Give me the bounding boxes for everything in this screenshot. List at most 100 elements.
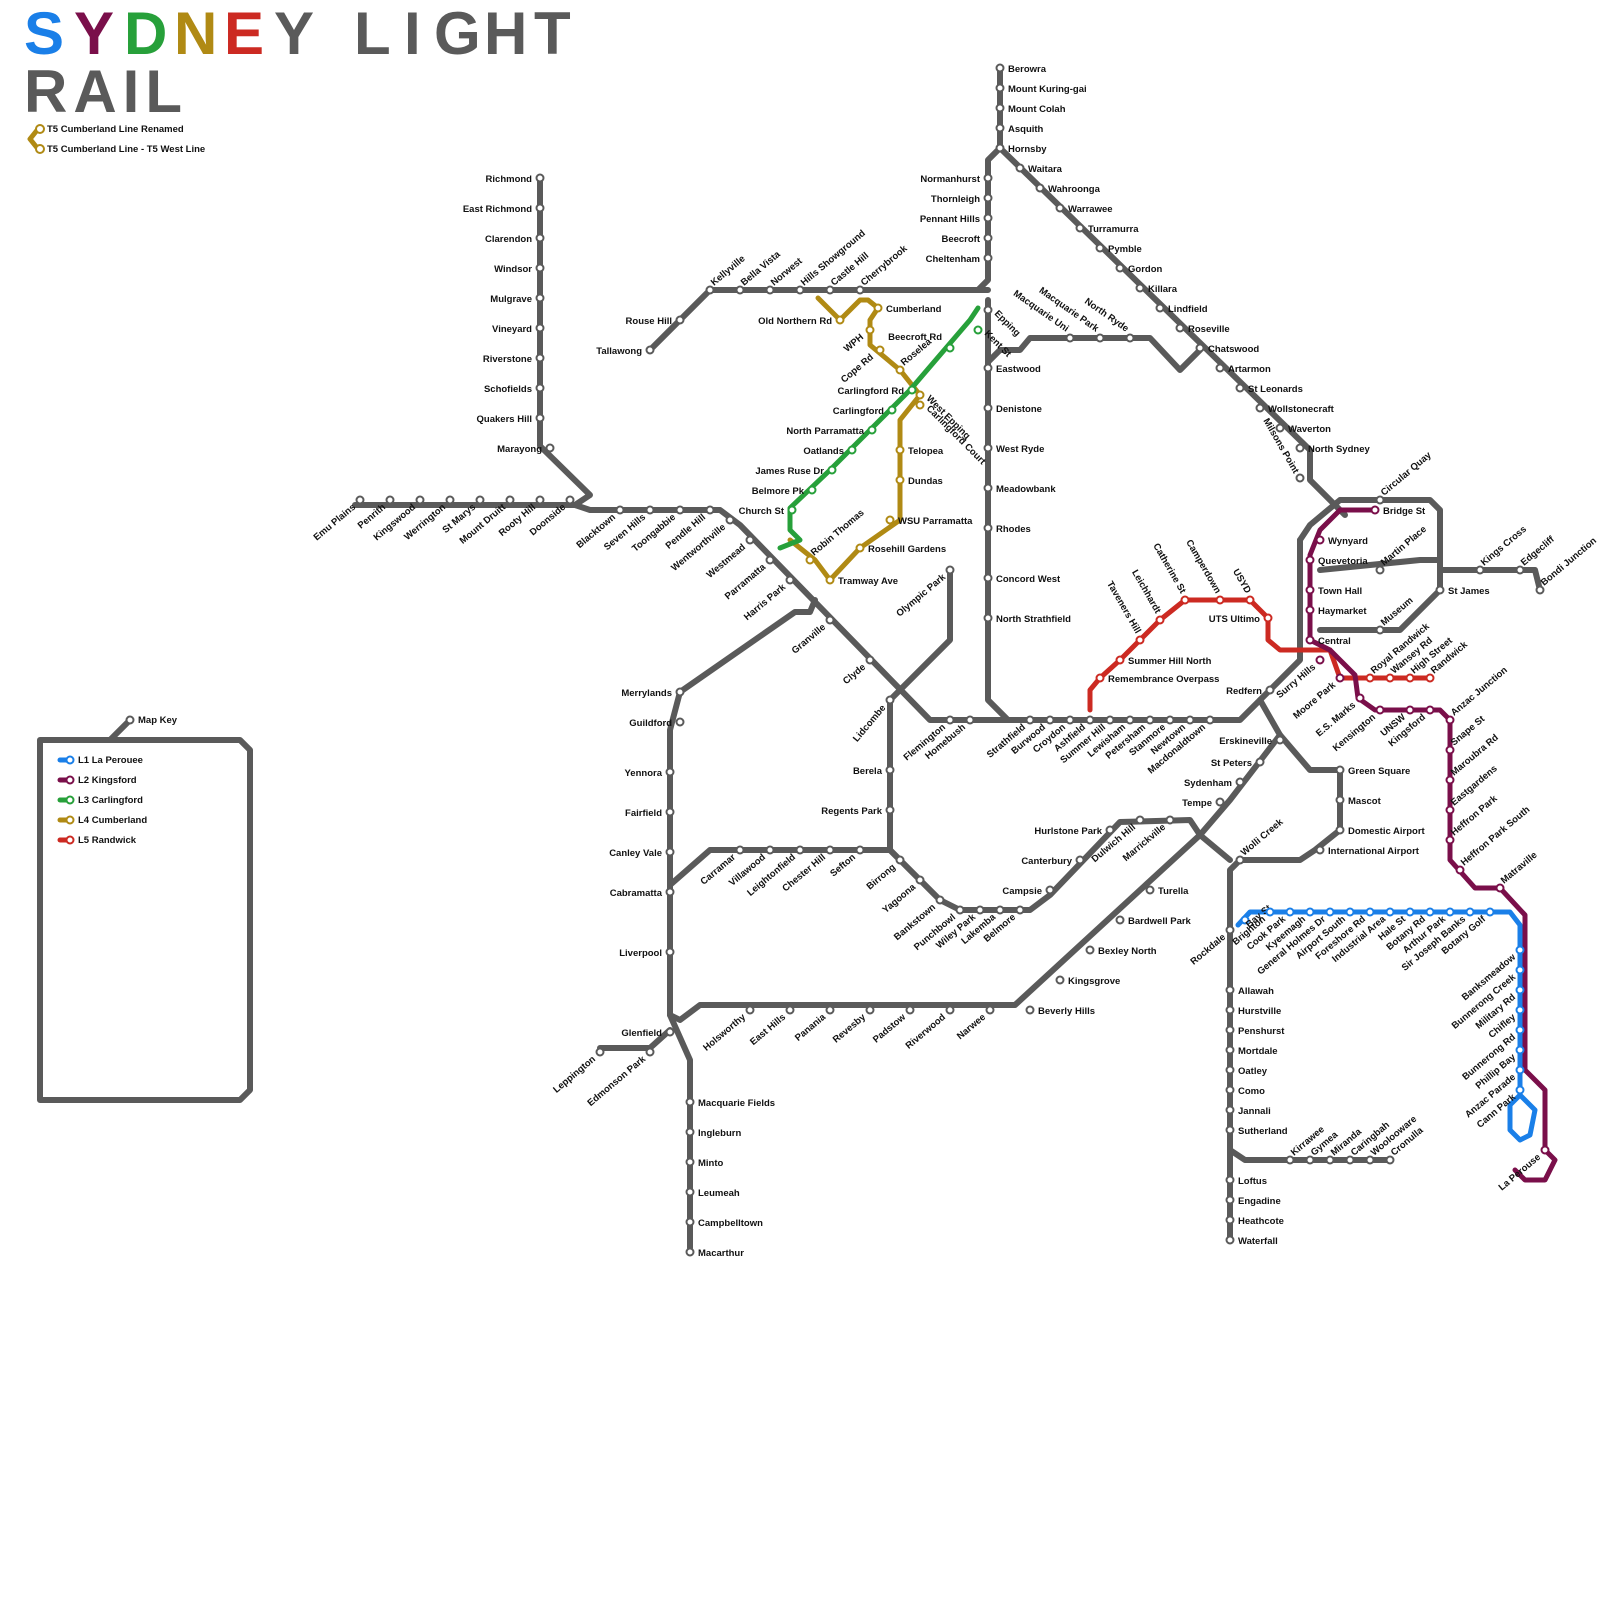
station-campbelltown[interactable]: Campbelltown [687, 1218, 764, 1229]
station-marker[interactable] [1027, 717, 1034, 724]
station-tempe[interactable]: Tempe [1182, 798, 1223, 809]
station-marker[interactable] [1372, 507, 1379, 514]
station-marker[interactable] [1447, 747, 1454, 754]
station-marker[interactable] [1297, 445, 1304, 452]
station-marker[interactable] [767, 287, 774, 294]
station-marker[interactable] [1407, 707, 1414, 714]
station-marker[interactable] [1337, 767, 1344, 774]
station-marker[interactable] [1337, 797, 1344, 804]
station-marker[interactable] [667, 809, 674, 816]
station-marker[interactable] [647, 507, 654, 514]
station-marker[interactable] [1137, 637, 1144, 644]
station-marker[interactable] [1277, 737, 1284, 744]
station-la-perouse[interactable]: La Perouse [1497, 1147, 1549, 1194]
station-bridge-st[interactable]: Bridge St [1372, 506, 1427, 517]
station-marker[interactable] [787, 577, 794, 584]
station-marker[interactable] [947, 717, 954, 724]
station-domestic-airport[interactable]: Domestic Airport [1337, 826, 1426, 837]
station-marker[interactable] [1497, 885, 1504, 892]
station-marker[interactable] [1227, 1217, 1234, 1224]
station-marker[interactable] [1017, 165, 1024, 172]
station-marker[interactable] [537, 497, 544, 504]
station-marker[interactable] [1517, 1067, 1524, 1074]
station-marker[interactable] [617, 507, 624, 514]
station-schofields[interactable]: Schofields [484, 384, 544, 395]
station-marker[interactable] [985, 235, 992, 242]
station-marker[interactable] [897, 447, 904, 454]
station-marker[interactable] [1077, 857, 1084, 864]
station-edgecliff[interactable]: Edgecliff [1517, 534, 1558, 574]
station-marker[interactable] [985, 575, 992, 582]
station-marker[interactable] [1517, 947, 1524, 954]
station-cope-rd[interactable]: Cope Rd [839, 347, 884, 386]
station-marker[interactable] [1537, 587, 1544, 594]
station-marker[interactable] [1017, 907, 1024, 914]
station-marker[interactable] [1197, 345, 1204, 352]
station-wsu-parramatta[interactable]: WSU Parramatta [887, 516, 974, 527]
station-marker[interactable] [967, 717, 974, 724]
station-marker[interactable] [1227, 1107, 1234, 1114]
station-marker[interactable] [1377, 567, 1384, 574]
station-taveners-hill[interactable]: Taveners Hill [1104, 579, 1143, 643]
station-killara[interactable]: Killara [1137, 284, 1178, 295]
station-marker[interactable] [567, 497, 574, 504]
station-marker[interactable] [1287, 1157, 1294, 1164]
station-west-ryde[interactable]: West Ryde [985, 444, 1045, 455]
station-sutherland[interactable]: Sutherland [1227, 1126, 1288, 1137]
station-mulgrave[interactable]: Mulgrave [490, 294, 543, 305]
station-macquarie-fields[interactable]: Macquarie Fields [687, 1098, 776, 1109]
station-james-ruse-dr[interactable]: James Ruse Dr [755, 466, 835, 477]
station-marker[interactable] [985, 525, 992, 532]
station-quakers-hill[interactable]: Quakers Hill [477, 414, 544, 425]
station-carlingford-court[interactable]: Carlingford Court [917, 402, 989, 468]
station-marker[interactable] [687, 1219, 694, 1226]
station-tramway-ave[interactable]: Tramway Ave [827, 576, 899, 587]
station-marker[interactable] [1227, 1177, 1234, 1184]
station-marker[interactable] [1037, 185, 1044, 192]
station-gordon[interactable]: Gordon [1117, 264, 1163, 275]
station-marker[interactable] [909, 387, 916, 394]
station-marker[interactable] [1347, 909, 1354, 916]
station-marker[interactable] [985, 175, 992, 182]
station-marker[interactable] [687, 1189, 694, 1196]
station-marker[interactable] [985, 195, 992, 202]
station-marker[interactable] [947, 345, 954, 352]
station-leumeah[interactable]: Leumeah [687, 1188, 740, 1199]
station-marker[interactable] [507, 497, 514, 504]
station-marker[interactable] [1097, 675, 1104, 682]
station-marker[interactable] [1517, 987, 1524, 994]
station-yennora[interactable]: Yennora [625, 768, 674, 779]
station-marker[interactable] [889, 407, 896, 414]
station-kingsgrove[interactable]: Kingsgrove [1057, 976, 1121, 987]
station-marker[interactable] [1137, 817, 1144, 824]
station-marker[interactable] [1407, 909, 1414, 916]
station-green-square[interactable]: Green Square [1337, 766, 1411, 777]
station-marker[interactable] [1147, 887, 1154, 894]
station-marker[interactable] [1227, 1007, 1234, 1014]
station-marker[interactable] [1427, 675, 1434, 682]
station-normanhurst[interactable]: Normanhurst [920, 174, 991, 185]
station-marker[interactable] [707, 287, 714, 294]
station-marker[interactable] [827, 1007, 834, 1014]
station-marker[interactable] [1057, 977, 1064, 984]
station-marker[interactable] [829, 467, 836, 474]
station-penshurst[interactable]: Penshurst [1227, 1026, 1286, 1037]
station-marker[interactable] [1427, 909, 1434, 916]
station-rosehill-gardens[interactable]: Rosehill Gardens [857, 544, 947, 555]
station-marker[interactable] [1307, 557, 1314, 564]
station-marker[interactable] [1127, 717, 1134, 724]
station-bexley-north[interactable]: Bexley North [1087, 946, 1157, 957]
station-marker[interactable] [1227, 1087, 1234, 1094]
station-marker[interactable] [1477, 567, 1484, 574]
station-cabramatta[interactable]: Cabramatta [610, 888, 674, 899]
station-clyde[interactable]: Clyde [841, 657, 873, 687]
station-clarendon[interactable]: Clarendon [485, 234, 543, 245]
station-marker[interactable] [897, 477, 904, 484]
station-marker[interactable] [857, 287, 864, 294]
station-carlingford-rd[interactable]: Carlingford Rd [838, 386, 916, 397]
station-marker[interactable] [809, 487, 816, 494]
station-marker[interactable] [1227, 927, 1234, 934]
station-hurstville[interactable]: Hurstville [1227, 1006, 1282, 1017]
station-marker[interactable] [1307, 637, 1314, 644]
station-allawah[interactable]: Allawah [1227, 986, 1275, 997]
